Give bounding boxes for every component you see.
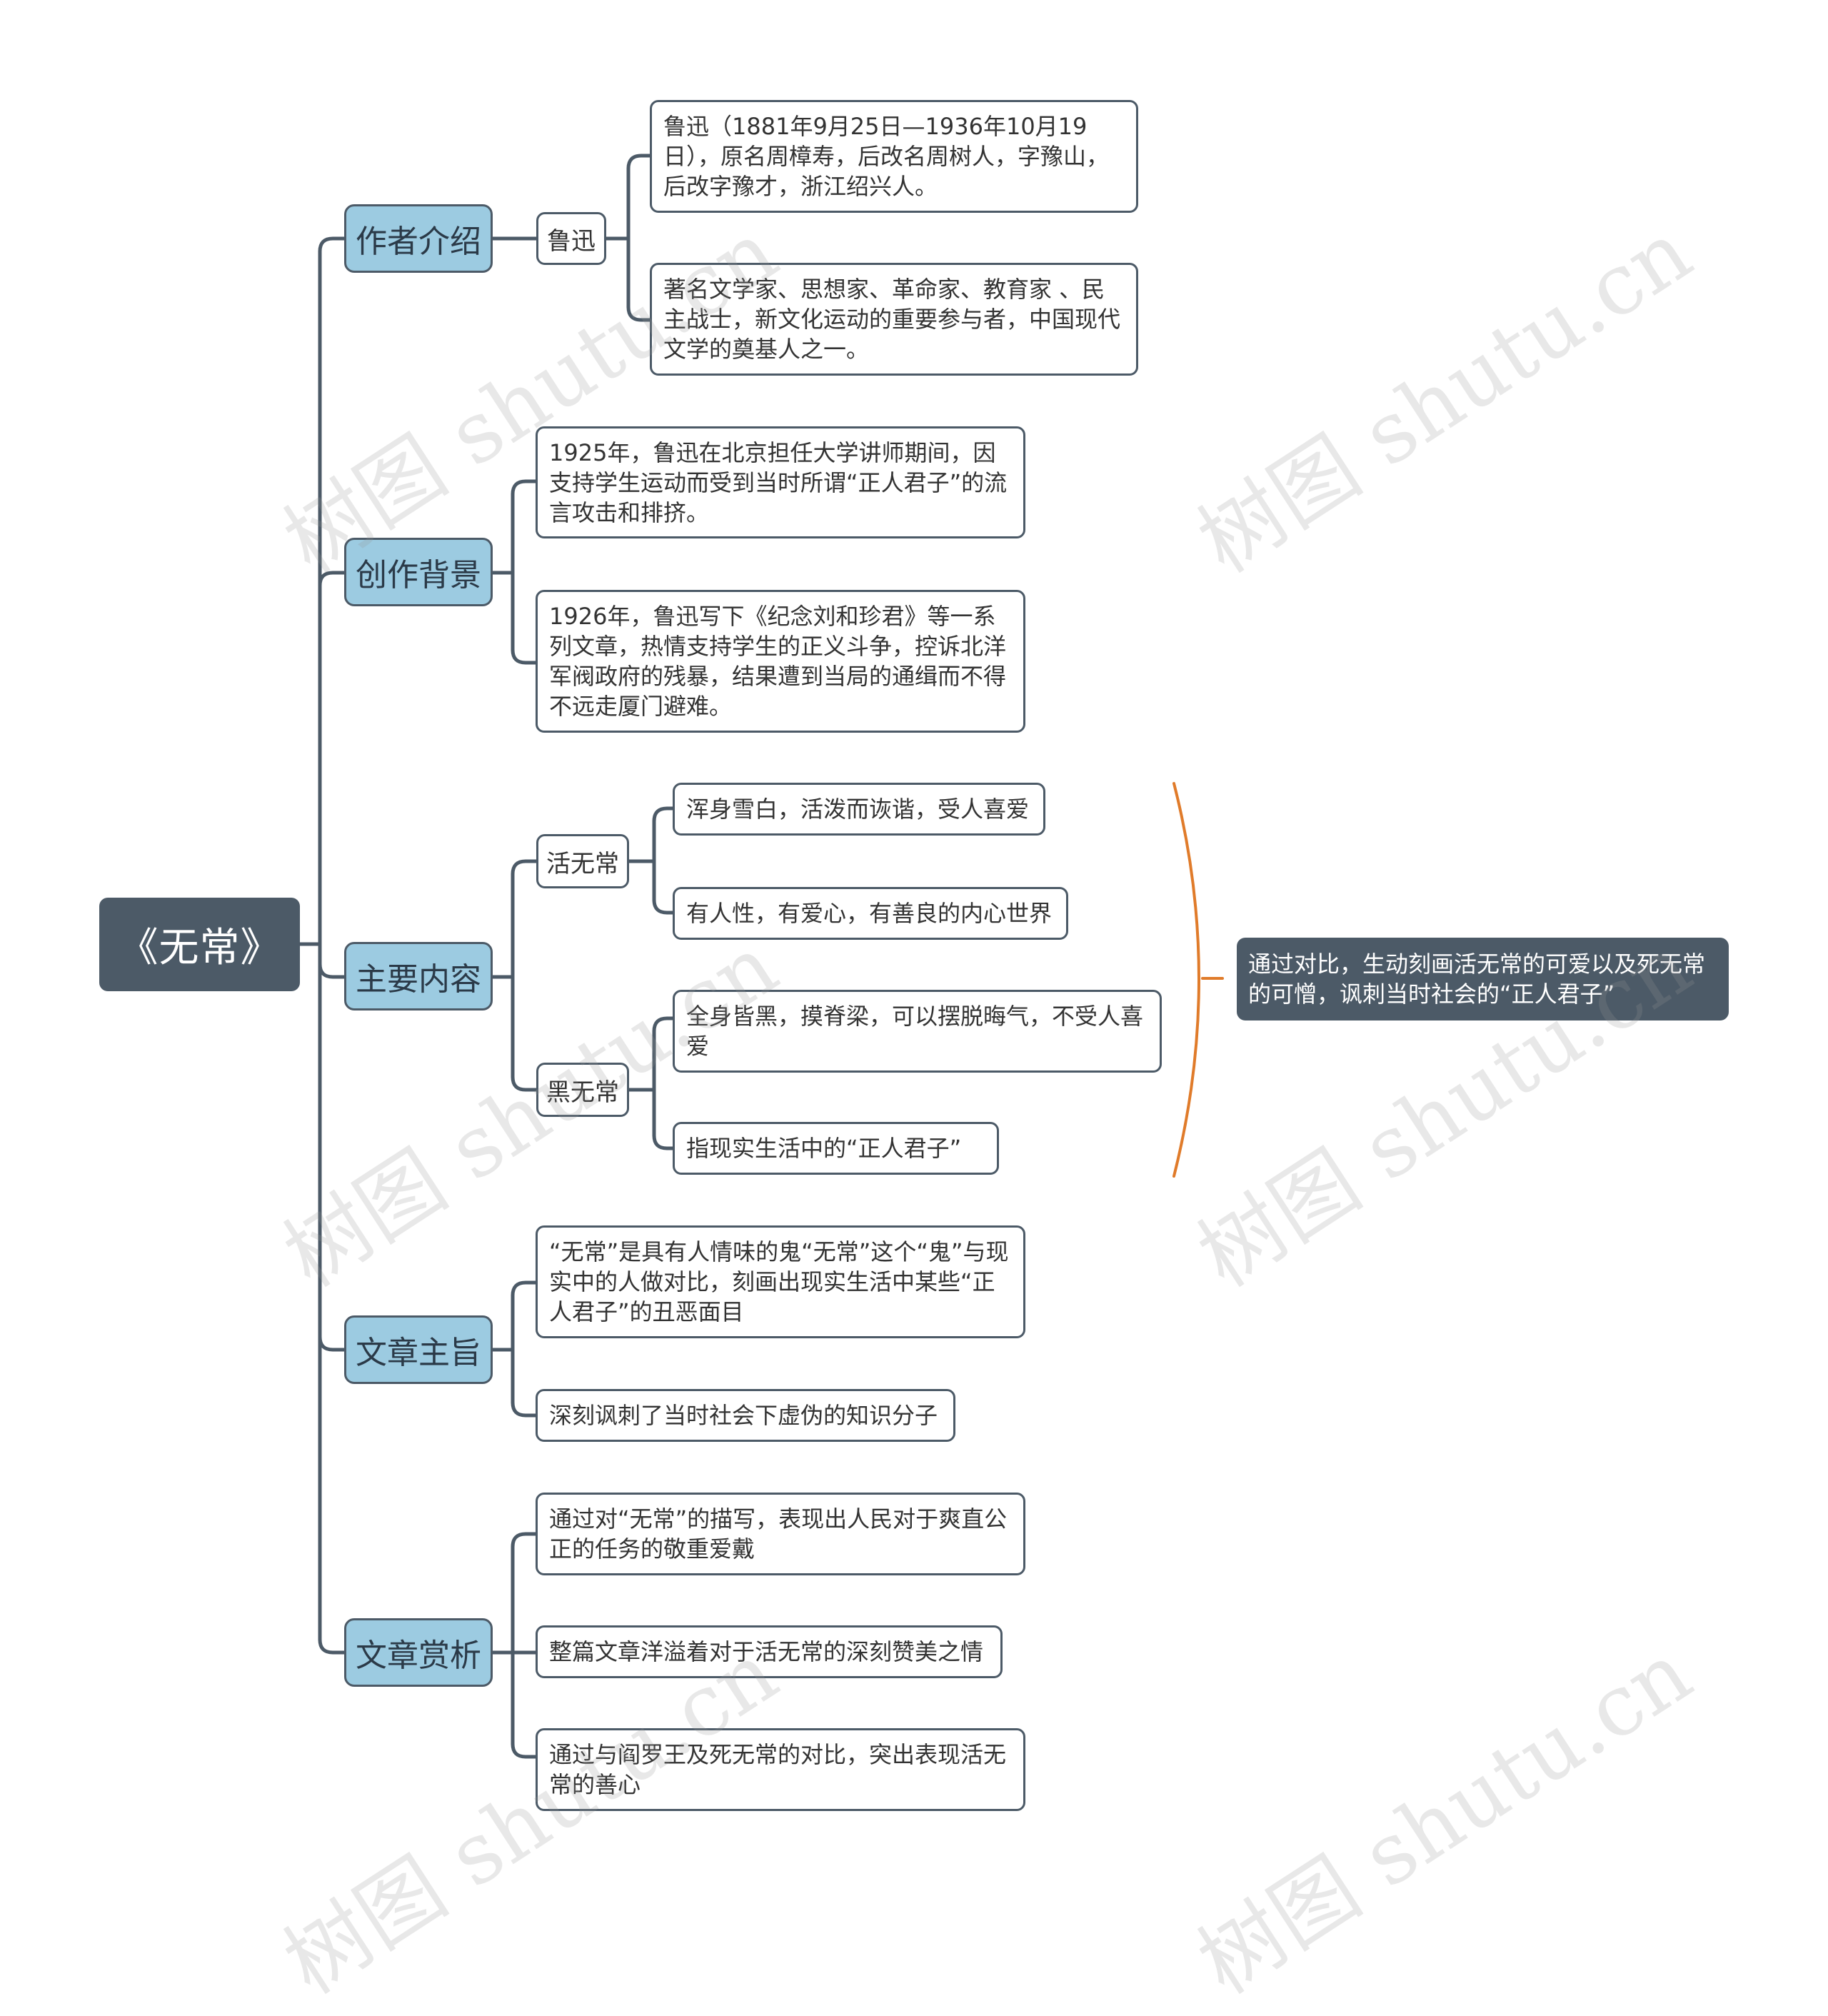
leaf-author-bio[interactable]: 鲁迅（1881年9月25日—1936年10月19日），原名周樟寿，后改名周树人，…	[650, 100, 1138, 213]
sub-black-wuchang[interactable]: 黑无常	[536, 1063, 629, 1117]
summary-node[interactable]: 通过对比，生动刻画活无常的可爱以及死无常的可憎，讽刺当时社会的“正人君子”	[1237, 938, 1729, 1020]
branch-appreciation[interactable]: 文章赏析	[344, 1618, 493, 1687]
mind-map: 《无常》 作者介绍 创作背景 主要内容 文章主旨 文章赏析 鲁迅 鲁迅（1881…	[99, 100, 1729, 2012]
leaf-appreciation-1[interactable]: 通过对“无常”的描写，表现出人民对于爽直公正的任务的敬重爱戴	[536, 1493, 1025, 1575]
branch-theme[interactable]: 文章主旨	[344, 1315, 493, 1384]
leaf-appreciation-3[interactable]: 通过与阎罗王及死无常的对比，突出表现活无常的善心	[536, 1728, 1025, 1811]
branch-main-content[interactable]: 主要内容	[344, 942, 493, 1010]
sub-live-wuchang[interactable]: 活无常	[536, 834, 629, 888]
connector-lines	[298, 154, 1224, 1759]
branch-author-intro[interactable]: 作者介绍	[344, 204, 493, 273]
leaf-live-1[interactable]: 浑身雪白，活泼而诙谐，受人喜爱	[673, 783, 1045, 836]
leaf-theme-2[interactable]: 深刻讽刺了当时社会下虚伪的知识分子	[536, 1389, 955, 1442]
leaf-theme-1[interactable]: “无常”是具有人情味的鬼“无常”这个“鬼”与现实中的人做对比，刻画出现实生活中某…	[536, 1225, 1025, 1338]
root-node[interactable]: 《无常》	[99, 898, 300, 991]
branch-background[interactable]: 创作背景	[344, 538, 493, 606]
leaf-author-roles[interactable]: 著名文学家、思想家、革命家、教育家 、民主战士，新文化运动的重要参与者，中国现代…	[650, 263, 1138, 376]
leaf-appreciation-2[interactable]: 整篇文章洋溢着对于活无常的深刻赞美之情	[536, 1625, 1003, 1678]
leaf-live-2[interactable]: 有人性，有爱心，有善良的内心世界	[673, 887, 1068, 940]
leaf-black-1[interactable]: 全身皆黑，摸脊梁，可以摆脱晦气，不受人喜爱	[673, 990, 1162, 1073]
leaf-background-1925[interactable]: 1925年，鲁迅在北京担任大学讲师期间，因支持学生运动而受到当时所谓“正人君子”…	[536, 426, 1025, 538]
leaf-background-1926[interactable]: 1926年，鲁迅写下《纪念刘和珍君》等一系列文章，热情支持学生的正义斗争，控诉北…	[536, 590, 1025, 733]
leaf-black-2[interactable]: 指现实生活中的“正人君子”	[673, 1122, 999, 1175]
sub-luxun[interactable]: 鲁迅	[536, 212, 606, 265]
